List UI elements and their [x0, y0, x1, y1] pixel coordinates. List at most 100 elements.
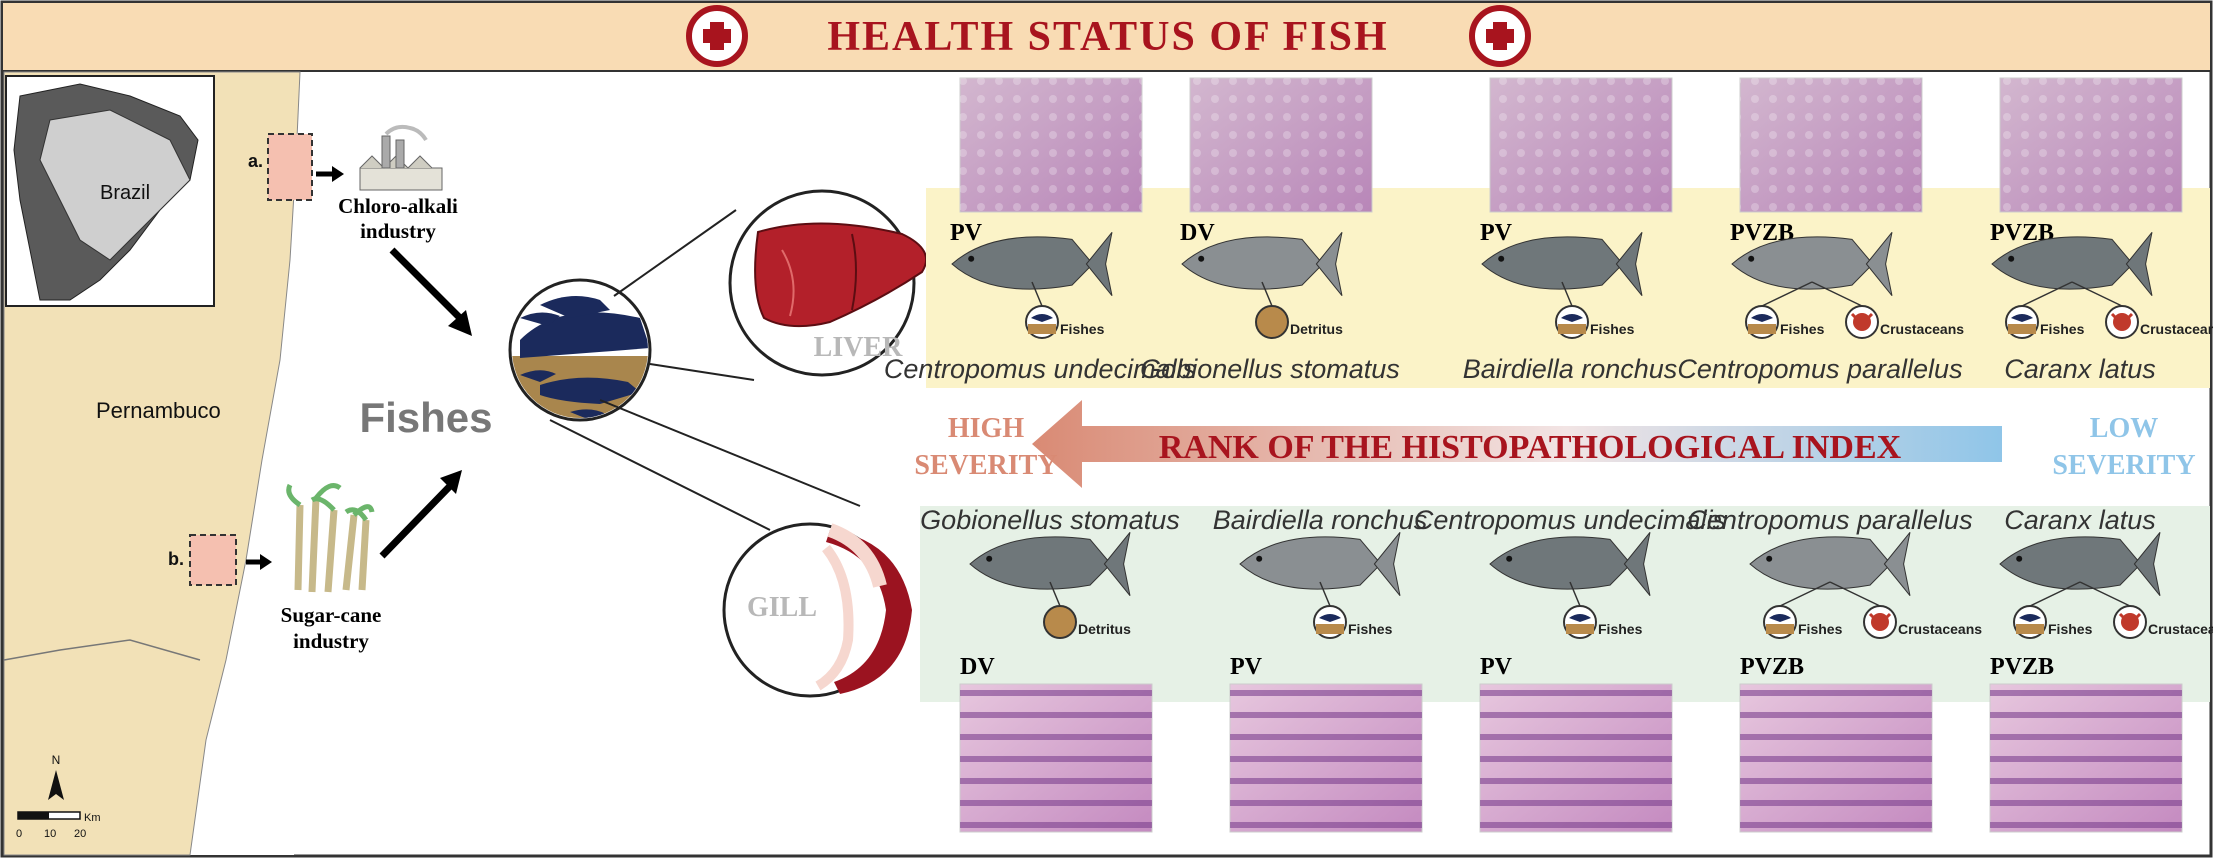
liver-diet-label: Fishes — [1590, 321, 1635, 337]
liver-diet-fishes-icon — [1745, 305, 1779, 339]
liver-diet-fishes-icon — [1555, 305, 1589, 339]
gill-circle: GILL — [722, 522, 912, 698]
liver-diet-label: Crustaceans — [2140, 321, 2213, 337]
liver-diet-label: Detritus — [1290, 321, 1343, 337]
site-b-label: b. — [168, 549, 184, 569]
gill-histology-image — [1739, 683, 1933, 833]
map-region: Brazil Pernambuco a. b. N Km 0 10 20 — [3, 71, 344, 856]
industry-a-line1: Chloro-alkali — [338, 194, 458, 218]
gill-species-name: Centropomus parallelus — [1687, 505, 1972, 535]
liver-diet-label: Fishes — [1060, 321, 1105, 337]
gill-label: GILL — [747, 592, 817, 623]
liver-diet-label: Fishes — [2040, 321, 2085, 337]
gill-histology-image — [959, 683, 1153, 833]
liver-feeding-code: PV — [1480, 220, 1513, 246]
rank-label: RANK OF THE HISTOPATHOLOGICAL INDEX — [1159, 429, 1902, 466]
gill-diet-label: Fishes — [1798, 621, 1843, 637]
gill-diet-label: Crustaceans — [2148, 621, 2213, 637]
gill-diet-label: Fishes — [1348, 621, 1393, 637]
gill-species-name: Bairdiella ronchus — [1213, 505, 1428, 535]
gill-diet-label: Fishes — [2048, 621, 2093, 637]
title-banner — [3, 3, 2210, 71]
liver-fish-icon — [1481, 232, 1643, 296]
liver-diet-crustaceans-icon — [1845, 305, 1879, 339]
liver-species-name: Caranx latus — [2004, 354, 2156, 384]
liver-histology-image — [1739, 77, 1923, 213]
gill-feeding-code: PV — [1480, 654, 1513, 680]
red-cross-icon-right — [1469, 5, 1531, 67]
arrow-industry-b — [379, 481, 455, 559]
scale-tick-0: 0 — [16, 828, 22, 840]
liver-species-name: Centropomus undecimalis — [884, 354, 1196, 384]
fishes-label: Fishes — [359, 394, 492, 441]
liver-label: LIVER — [814, 332, 903, 363]
scale-unit: Km — [84, 812, 101, 824]
red-cross-icon-left — [686, 5, 748, 67]
liver-diet-label: Crustaceans — [1880, 321, 1964, 337]
gill-species-name: Centropomus undecimalis — [1414, 505, 1726, 535]
gill-diet-fishes-icon — [1763, 605, 1797, 639]
factory-icon — [359, 124, 443, 191]
liver-diet-detritus-icon — [1255, 305, 1289, 339]
liver-histology-image — [959, 77, 1143, 213]
site-a-marker — [267, 133, 313, 201]
liver-diet-fishes-icon — [2005, 305, 2039, 339]
liver-species-name: Gobionellus stomatus — [1140, 354, 1400, 384]
gill-diet-fishes-icon — [2013, 605, 2047, 639]
scale-tick-10: 10 — [44, 828, 56, 840]
liver-fish-icon — [1181, 232, 1343, 296]
scale-tick-20: 20 — [74, 828, 86, 840]
liver-species-name: Centropomus parallelus — [1677, 354, 1962, 384]
gill-feeding-code: DV — [960, 654, 995, 680]
liver-fish-icon — [951, 232, 1113, 296]
industry-a-line2: industry — [360, 219, 436, 243]
gill-diet-crustaceans-icon — [1863, 605, 1897, 639]
gill-diet-label: Fishes — [1598, 621, 1643, 637]
gill-diet-label: Detritus — [1078, 621, 1131, 637]
low-severity-line2: SEVERITY — [2052, 450, 2195, 481]
liver-column: PV Bairdiella ronchus Fishes — [1463, 77, 1678, 384]
gill-fish-icon — [1489, 532, 1651, 596]
gill-species-name: Gobionellus stomatus — [920, 505, 1180, 535]
industry-b-line2: industry — [293, 629, 369, 653]
gill-feeding-code: PVZB — [1740, 654, 1804, 680]
gill-histology-image — [1229, 683, 1423, 833]
gill-fish-icon — [1749, 532, 1911, 596]
liver-fish-icon — [1991, 232, 2153, 296]
liver-fish-icon — [1731, 232, 1893, 296]
liver-species-name: Bairdiella ronchus — [1463, 354, 1678, 384]
liver-column: PV Centropomus undecimalis Fishes — [884, 77, 1196, 384]
gill-fish-icon — [969, 532, 1131, 596]
gill-feeding-code: PVZB — [1990, 654, 2054, 680]
rank-arrow — [1032, 400, 2002, 488]
north-arrow-icon — [48, 770, 64, 800]
state-label: Pernambuco — [96, 398, 221, 423]
liver-diet-label: Fishes — [1780, 321, 1825, 337]
liver-feeding-code: DV — [1180, 220, 1215, 246]
low-severity-line1: LOW — [2090, 413, 2158, 444]
gill-diet-crustaceans-icon — [2113, 605, 2147, 639]
gill-diet-detritus-icon — [1043, 605, 1077, 639]
high-severity-line2: SEVERITY — [914, 450, 1057, 481]
liver-feeding-code: PV — [950, 220, 983, 246]
gill-histology-image — [1989, 683, 2183, 833]
industry-b-line1: Sugar-cane — [281, 603, 382, 627]
gill-fish-icon — [1999, 532, 2161, 596]
gill-fish-icon — [1239, 532, 1401, 596]
inset-label: Brazil — [100, 182, 150, 204]
page-title: HEALTH STATUS OF FISH — [827, 14, 1388, 60]
gill-diet-label: Crustaceans — [1898, 621, 1982, 637]
high-severity-line1: HIGH — [948, 413, 1024, 444]
liver-histology-image — [1489, 77, 1673, 213]
fish-community-circle — [508, 278, 652, 422]
gill-histology-image — [1479, 683, 1673, 833]
